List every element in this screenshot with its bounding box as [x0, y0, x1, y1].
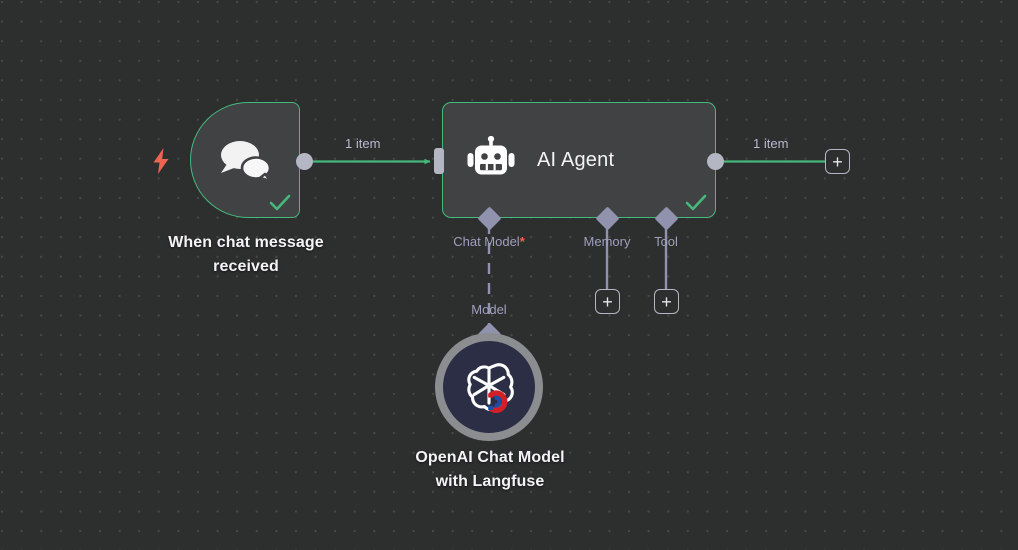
check-icon — [685, 194, 707, 211]
plus-icon: + — [832, 151, 843, 172]
node-when-chat-message-received[interactable] — [153, 102, 300, 218]
port-label-tool-text: Tool — [654, 234, 678, 249]
port-label-chat-model: Chat Model* — [429, 234, 549, 249]
trigger-output-endpoint[interactable] — [296, 153, 313, 170]
check-icon — [269, 194, 291, 211]
magnet-icon — [488, 390, 508, 413]
edge-label-model: Model — [471, 302, 507, 317]
agent-output-endpoint[interactable] — [707, 153, 724, 170]
node-title-trigger: When chat message received — [168, 234, 324, 275]
chat-bubbles-icon — [221, 141, 273, 183]
required-marker: * — [519, 234, 525, 249]
edge-label-agent-to-add: 1 item — [753, 136, 789, 151]
add-node-button-memory[interactable]: + — [595, 289, 620, 314]
node-openai-chat-model-with-langfuse[interactable] — [435, 333, 543, 441]
port-label-chat-model-text: Chat Model — [453, 234, 520, 249]
node-title-openai: OpenAI Chat Model with Langfuse — [415, 449, 565, 490]
plus-icon: + — [661, 291, 672, 312]
edge-label-trigger-to-agent: 1 item — [345, 136, 381, 151]
node-label-ai-agent: AI Agent — [537, 148, 615, 171]
port-label-tool: Tool — [636, 234, 696, 249]
port-label-memory: Memory — [567, 234, 647, 249]
add-node-button-tool[interactable]: + — [654, 289, 679, 314]
robot-icon — [467, 136, 515, 175]
agent-input-endpoint[interactable] — [434, 148, 444, 174]
openai-logo-icon — [467, 363, 514, 413]
node-ai-agent[interactable]: AI Agent — [442, 102, 716, 218]
add-node-button-main-output[interactable]: + — [825, 149, 850, 174]
plus-icon: + — [602, 291, 613, 312]
port-label-memory-text: Memory — [583, 234, 631, 249]
lightning-bolt-icon — [153, 148, 169, 174]
